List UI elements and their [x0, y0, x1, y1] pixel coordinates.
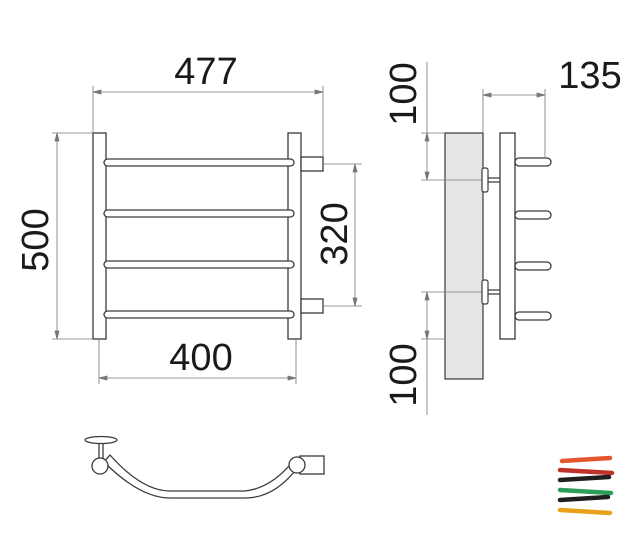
- dimension-320: 320: [314, 202, 356, 265]
- dimension-135: 135: [558, 55, 621, 97]
- bar-2: [103, 209, 295, 218]
- top-view-right-joint: [288, 456, 306, 474]
- right-post: [287, 132, 302, 340]
- bar-1: [103, 158, 295, 167]
- wall-block: [444, 132, 484, 380]
- side-bar-4: [514, 311, 552, 321]
- top-view-left-joint: [91, 457, 109, 475]
- left-post: [92, 132, 107, 340]
- side-dimension-lines: [421, 62, 546, 415]
- logo-stripe: [557, 474, 612, 483]
- side-post: [499, 132, 516, 340]
- top-connector: [300, 156, 324, 172]
- logo-stripe: [557, 487, 614, 496]
- top-view-flange: [84, 435, 118, 445]
- front-dimension-lines: [52, 86, 362, 384]
- bar-4: [103, 310, 295, 319]
- logo-stripe: [557, 467, 615, 476]
- dimension-500: 500: [15, 208, 57, 271]
- dimension-400: 400: [169, 337, 232, 379]
- top-view-curved-bar: [103, 454, 299, 499]
- logo-stripe: [557, 507, 613, 516]
- side-bar-2: [514, 210, 552, 220]
- dimension-477: 477: [174, 51, 237, 93]
- logo-stripe: [559, 455, 613, 464]
- top-view: [84, 435, 325, 499]
- bar-3: [103, 260, 295, 269]
- dimension-100-top: 100: [383, 62, 425, 125]
- dimension-100-bottom: 100: [383, 343, 425, 406]
- side-view: [444, 132, 552, 380]
- stripes-logo-icon: [557, 455, 615, 516]
- side-bar-1: [514, 157, 552, 167]
- logo-stripe: [557, 494, 611, 503]
- side-bar-3: [514, 261, 552, 271]
- bottom-connector: [300, 298, 324, 314]
- front-view: [92, 132, 324, 340]
